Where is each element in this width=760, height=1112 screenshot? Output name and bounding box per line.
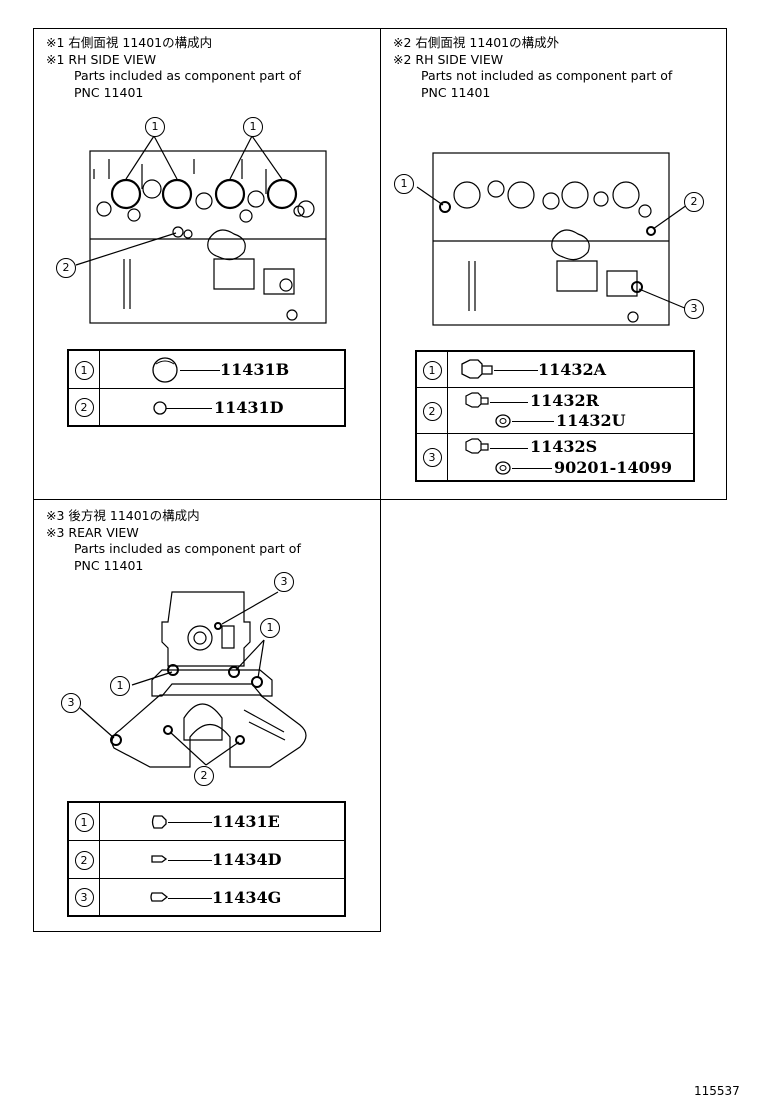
panel-header: ※2 右側面視 11401の構成外 ※2 RH SIDE VIEW Parts … <box>393 35 672 101</box>
part-number: 11432A <box>538 360 607 379</box>
engine-block-rh-drawing <box>75 135 327 324</box>
part-number: 11431D <box>214 397 284 417</box>
table-row: 3 11432S 90201-14099 <box>415 432 695 482</box>
callout-2: 2 <box>56 258 76 278</box>
plug-pin-icon <box>150 891 169 902</box>
table-row: 1 11431B <box>67 349 346 389</box>
row-number: 1 <box>422 360 442 380</box>
part-number: 11434G <box>212 887 282 907</box>
panel-header: ※1 右側面視 11401の構成内 ※1 RH SIDE VIEW Parts … <box>46 35 301 101</box>
table-row: 2 11434D <box>67 839 346 879</box>
part-number: 11432S <box>530 436 598 456</box>
plug-icon <box>151 815 167 829</box>
bolt-small-icon <box>465 437 489 454</box>
parts-table: 1 11432A 2 11432R 11432U 3 <box>415 350 695 482</box>
engine-rear-drawing <box>79 591 307 768</box>
part-number: 90201-14099 <box>554 457 672 477</box>
header-desc: Parts included as component part of <box>74 68 301 83</box>
parts-table: 1 11431B 2 11431D <box>67 349 346 427</box>
panel-header: ※3 後方視 11401の構成内 ※3 REAR VIEW Parts incl… <box>46 508 301 574</box>
callout-1b: 1 <box>243 117 263 137</box>
header-pnc: PNC 11401 <box>74 84 144 100</box>
table-row: 2 11432R 11432U <box>415 386 695 434</box>
washer-icon <box>495 460 511 475</box>
header-jp: ※2 右側面視 11401の構成外 <box>393 35 560 50</box>
callout-1b: 1 <box>260 618 280 638</box>
row-number: 2 <box>422 401 442 421</box>
table-row: 1 11431E <box>67 801 346 841</box>
engine-block-rh-drawing <box>416 152 688 326</box>
plug-pin-icon <box>151 854 168 863</box>
callout-3a: 3 <box>274 572 294 592</box>
parts-table: 1 11431E 2 11434D 3 11434G <box>67 801 346 917</box>
row-number: 3 <box>422 448 442 468</box>
part-number: 11434D <box>212 849 282 869</box>
header-en: ※3 REAR VIEW <box>46 524 139 540</box>
part-number: 11431B <box>220 360 290 379</box>
row-number: 1 <box>74 360 94 380</box>
panel-rh-side-view-not-included: ※2 右側面視 11401の構成外 ※2 RH SIDE VIEW Parts … <box>380 28 727 500</box>
table-row: 3 11434G <box>67 877 346 917</box>
figure-id: 115537 <box>694 1084 740 1098</box>
panel-rear-view-included: ※3 後方視 11401の構成内 ※3 REAR VIEW Parts incl… <box>33 499 381 932</box>
washer-icon <box>495 413 511 428</box>
callout-2: 2 <box>684 192 704 212</box>
plug-large-icon <box>152 357 178 383</box>
header-en: ※2 RH SIDE VIEW <box>393 51 504 67</box>
callout-3b: 3 <box>61 693 81 713</box>
header-jp: ※3 後方視 11401の構成内 <box>46 508 200 523</box>
callout-1a: 1 <box>145 117 165 137</box>
part-number: 11432R <box>530 390 599 410</box>
part-number: 11431E <box>212 812 280 831</box>
header-desc: Parts not included as component part of <box>421 68 673 83</box>
row-number: 2 <box>74 398 94 418</box>
table-row: 1 11432A <box>415 350 695 388</box>
callout-1: 1 <box>394 174 414 194</box>
row-number: 2 <box>74 850 94 870</box>
panel-rh-side-view-included: ※1 右側面視 11401の構成内 ※1 RH SIDE VIEW Parts … <box>33 28 381 500</box>
bolt-small-icon <box>465 391 489 408</box>
row-number: 1 <box>74 812 94 832</box>
row-number: 3 <box>74 888 94 908</box>
bolt-icon <box>461 359 493 379</box>
header-pnc: PNC 11401 <box>74 557 144 573</box>
part-number: 11432U <box>556 410 626 430</box>
header-desc: Parts included as component part of <box>74 541 301 556</box>
header-en: ※1 RH SIDE VIEW <box>46 51 157 67</box>
callout-1a: 1 <box>110 676 130 696</box>
header-pnc: PNC 11401 <box>421 84 491 100</box>
header-jp: ※1 右側面視 11401の構成内 <box>46 35 213 50</box>
callout-3: 3 <box>684 299 704 319</box>
table-row: 2 11431D <box>67 387 346 427</box>
callout-2: 2 <box>194 766 214 786</box>
